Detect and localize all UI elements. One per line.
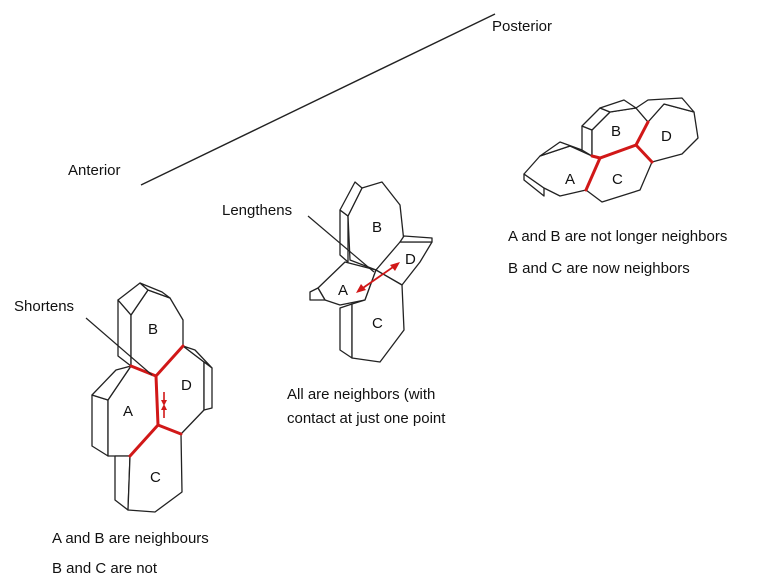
stage1-cell-b-label: B [148,321,159,338]
stage2-cell-b-label: B [372,219,383,236]
stage2-caption-line1: All are neighbors (with [287,386,436,403]
stage2-caption-line2: contact at just one point [287,410,446,427]
stage1-junction-cd [128,423,183,458]
stage1-cell-d [155,345,213,435]
stage1-shortens-label: Shortens [14,298,75,315]
stage2-pointer-line [307,215,375,273]
stage3-cells [523,97,699,203]
stage1-pointer-line [85,317,153,376]
stage2-cell-d [375,235,433,286]
stage2-cell-d-label: D [405,251,416,268]
stage3-caption-line1: A and B are not longer neighbors [508,228,728,245]
stage2-lengthen-arrow-icon [356,262,400,293]
stage2-cells [307,181,433,363]
stage1-junction-ad [154,374,160,427]
stage1-cells [85,282,213,513]
stage3-caption-line2: B and C are now neighbors [508,260,690,277]
stage3-cell-a [523,141,601,197]
stage3-cell-c-label: C [612,171,623,188]
anterior-label: Anterior [68,162,121,179]
anterior-posterior-axis-line [140,13,496,186]
stage2-cell-c-label: C [372,315,383,332]
stage2-cell-a-label: A [338,282,349,299]
stage1-cell-d-label: D [181,377,192,394]
stage2-lengthens-label: Lengthens [222,202,293,219]
stage3-cell-d [635,97,699,163]
stage3-cell-a-label: A [565,171,576,188]
stage3-junction-cd [634,143,654,164]
stage1-caption-line1: A and B are neighbours [52,530,209,547]
stage3-junction-ac [584,156,602,192]
stage1-shorten-arrows-icon [161,392,167,418]
stage1-cell-a-label: A [123,403,134,420]
stage3-junction-bc [590,120,650,160]
stage1-caption-line2: B and C are not [52,560,158,577]
posterior-label: Posterior [492,18,553,35]
stage1-cell-c [114,424,183,513]
stage3-cell-d-label: D [661,128,672,145]
stage2-cell-c [339,269,405,363]
stage1-cell-c-label: C [150,469,161,486]
stage3-cell-b-label: B [611,123,622,140]
